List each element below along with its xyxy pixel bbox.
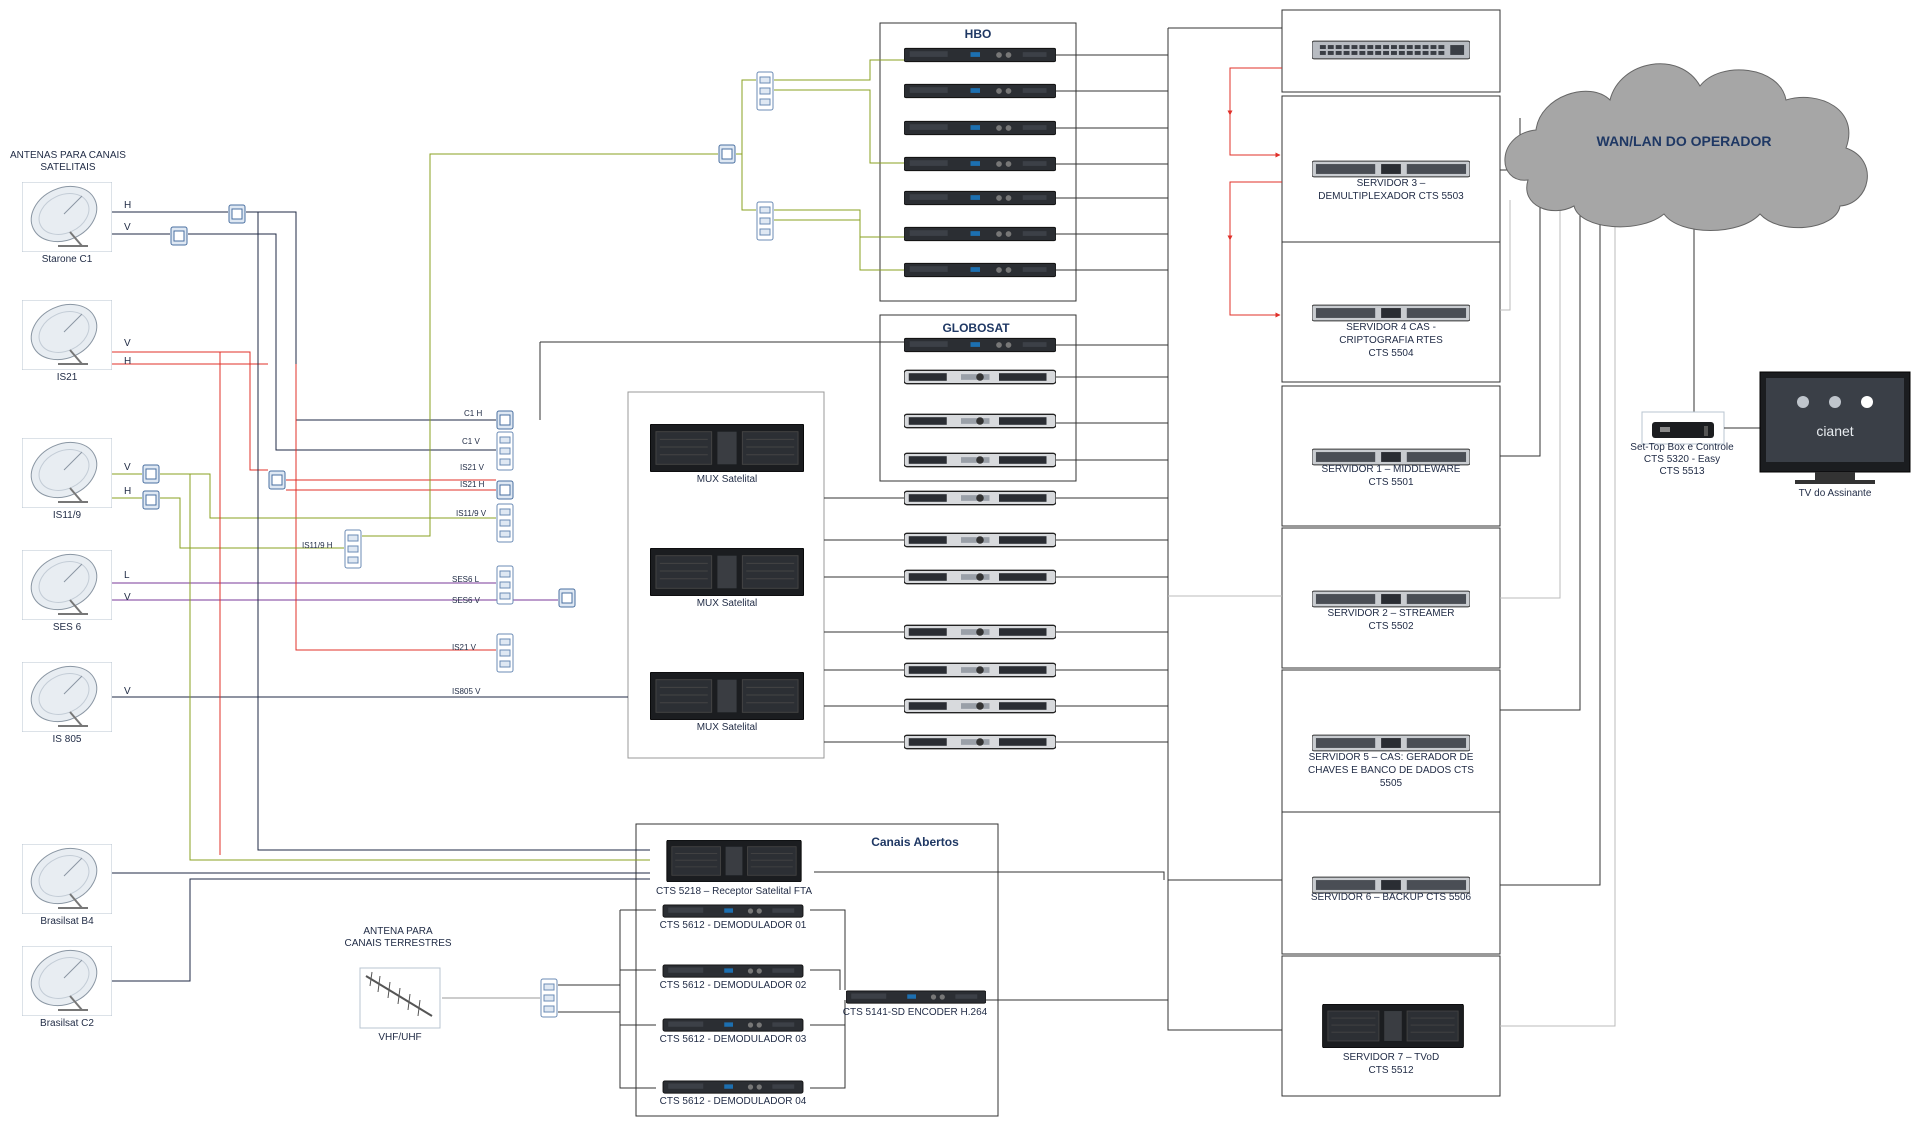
antenna-name: SES 6: [53, 622, 82, 633]
globosat-frame: [879, 314, 1077, 482]
server-label-5: CHAVES E BANCO DE DADOS CTS: [1308, 765, 1474, 776]
pol-label: H: [124, 486, 131, 497]
mux-input-label: IS21 H: [460, 480, 485, 489]
hbo-frame: [879, 22, 1077, 302]
server-frame-2: [1281, 241, 1501, 383]
mux-input-label: SES6 V: [452, 596, 481, 605]
antenna-name: IS21: [57, 372, 78, 383]
ird-receivers: [904, 490, 1056, 750]
antenna-7: Brasilsat C2: [22, 946, 112, 1029]
dish-icon: [22, 182, 112, 252]
antenna-name: Starone C1: [42, 254, 93, 265]
server-label-2: SERVIDOR 4 CAS -: [1346, 322, 1436, 333]
pol-label: L: [124, 570, 130, 581]
mux-input-label: IS11/9 V: [456, 509, 487, 518]
server-frame-0: [1281, 9, 1501, 93]
terrestrial-antenna: ANTENA PARA CANAIS TERRESTRES VHF/UHF: [344, 926, 451, 1043]
antenna-4: SES 6 LV: [22, 550, 131, 633]
globosat-receivers: [904, 337, 1056, 468]
server-label-7: SERVIDOR 7 – TVoD: [1343, 1052, 1439, 1063]
mux-input-label: IS11/9 H: [302, 541, 333, 550]
pol-label: H: [124, 200, 131, 211]
mux-input-label: SES6 L: [452, 575, 480, 584]
server-label-7: CTS 5512: [1368, 1065, 1413, 1076]
tv-label: TV do Assinante: [1799, 488, 1872, 499]
server-label-2: CTS 5504: [1368, 348, 1413, 359]
terrestrial-header-1: ANTENA PARA: [363, 926, 433, 937]
hbo-receivers: [904, 47, 1056, 278]
server-label-6: SERVIDOR 6 – BACKUP CTS 5506: [1311, 892, 1472, 903]
mux-label-1: MUX Satelital: [697, 474, 758, 485]
antenna-3: IS11/9 V H: [22, 438, 131, 521]
antenna-name: IS11/9: [53, 510, 82, 521]
antenna-2: IS21 VH: [22, 300, 131, 383]
mux-input-label: IS21 V: [460, 463, 485, 472]
pol-label: V: [124, 686, 131, 697]
canais-abertos-title: Canais Abertos: [871, 835, 959, 849]
mux-label-2: MUX Satelital: [697, 598, 758, 609]
pol-label: V: [124, 592, 131, 603]
stb-label-2: CTS 5320 - Easy: [1644, 454, 1720, 465]
server-label-1: SERVIDOR 3 –: [1357, 178, 1426, 189]
set-top-box: [1641, 411, 1725, 445]
mux-label-3: MUX Satelital: [697, 722, 758, 733]
antenna-5: IS 805 V: [22, 662, 131, 745]
server-label-3: SERVIDOR 1 – MIDDLEWARE: [1322, 464, 1461, 475]
pol-label: V: [124, 462, 131, 473]
antennas-header-2: SATELITAIS: [40, 162, 96, 173]
pol-label: V: [124, 338, 131, 349]
mux-input-label: IS805 V: [452, 687, 481, 696]
hbo-title: HBO: [965, 27, 992, 41]
wan-lan-cloud: WAN/LAN DO OPERADOR: [1504, 63, 1868, 231]
demodulator-label-1: CTS 5612 - DEMODULADOR 01: [660, 920, 807, 931]
antenna-1: Starone C1 HV: [22, 182, 131, 265]
antenna-6: Brasilsat B4: [22, 844, 112, 927]
terrestrial-name: VHF/UHF: [378, 1032, 421, 1043]
dish-icon: [22, 662, 112, 732]
server-frame-6: [1281, 811, 1501, 955]
canais-abertos-equipment: CTS 5218 – Receptor Satelital FTA CTS 56…: [656, 840, 988, 1107]
fta-receiver-label: CTS 5218 – Receptor Satelital FTA: [656, 886, 812, 897]
subscriber-tv: cianet TV do Assinante: [1759, 371, 1911, 499]
dish-icon: [22, 550, 112, 620]
terrestrial-header-2: CANAIS TERRESTRES: [344, 938, 451, 949]
dish-icon: [22, 844, 112, 914]
dish-icon: [22, 946, 112, 1016]
server-label-5: SERVIDOR 5 – CAS: GERADOR DE: [1309, 752, 1474, 763]
dish-icon: [22, 300, 112, 370]
pol-label: H: [124, 356, 131, 367]
antenna-name: IS 805: [53, 734, 82, 745]
demodulator-label-4: CTS 5612 - DEMODULADOR 04: [660, 1096, 807, 1107]
dish-icon: [22, 438, 112, 508]
encoder-label: CTS 5141-SD ENCODER H.264: [843, 1007, 988, 1018]
tv-brand: cianet: [1816, 423, 1853, 439]
pol-label: V: [124, 222, 131, 233]
server-label-3: CTS 5501: [1368, 477, 1413, 488]
mux-input-label: C1 V: [462, 437, 480, 446]
server-label-1: DEMULTIPLEXADOR CTS 5503: [1318, 191, 1464, 202]
cloud-label: WAN/LAN DO OPERADOR: [1597, 133, 1772, 149]
antennas-header-1: ANTENAS PARA CANAIS: [10, 150, 126, 161]
mux-input-label: IS21 V: [452, 643, 477, 652]
mux-frame: [627, 391, 825, 759]
server-label-4: CTS 5502: [1368, 621, 1413, 632]
server-label-5: 5505: [1380, 778, 1403, 789]
mux-input-label: C1 H: [464, 409, 482, 418]
demodulator-label-3: CTS 5612 - DEMODULADOR 03: [660, 1034, 807, 1045]
demodulator-label-2: CTS 5612 - DEMODULADOR 02: [660, 980, 807, 991]
antenna-name: Brasilsat C2: [40, 1018, 94, 1029]
server-label-2: CRIPTOGRAFIA RTES: [1339, 335, 1443, 346]
server-label-4: SERVIDOR 2 – STREAMER: [1327, 608, 1454, 619]
mux-units: MUX Satelital MUX Satelital MUX Satelita…: [650, 424, 804, 733]
stb-label-1: Set-Top Box e Controle: [1630, 442, 1734, 453]
antenna-name: Brasilsat B4: [40, 916, 94, 927]
globosat-title: GLOBOSAT: [942, 321, 1010, 335]
stb-label-3: CTS 5513: [1659, 466, 1704, 477]
